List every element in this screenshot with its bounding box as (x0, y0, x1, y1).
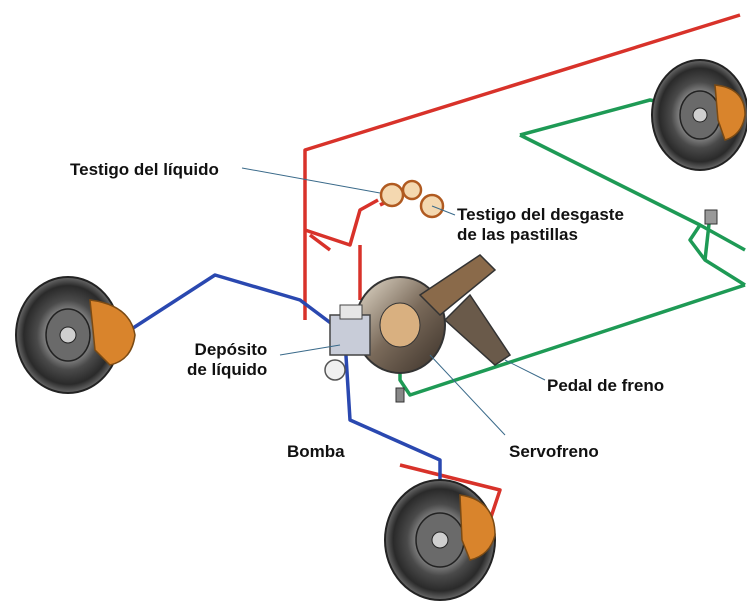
label-testigo-liquido: Testigo del líquido (70, 160, 219, 179)
label-backgrounds (90, 125, 710, 485)
label-bomba: Bomba (287, 442, 345, 461)
leader-lines (241, 167, 546, 436)
brake-pedal (418, 254, 512, 366)
label-deposito: Depósito de líquido (187, 340, 268, 379)
junction-connector (704, 209, 718, 225)
label-pedal: Pedal de freno (547, 376, 665, 395)
servofreno-assembly (324, 276, 446, 403)
label-servofreno: Servofreno (509, 442, 599, 461)
red-brake-line (303, 13, 741, 521)
bottom-disc-brake (384, 479, 496, 601)
left-disc-brake (15, 276, 136, 394)
label-testigo-desgaste: Testigo del desgaste de las pastillas (457, 205, 624, 244)
top-right-disc-brake (651, 59, 747, 171)
blue-brake-line (129, 273, 442, 490)
